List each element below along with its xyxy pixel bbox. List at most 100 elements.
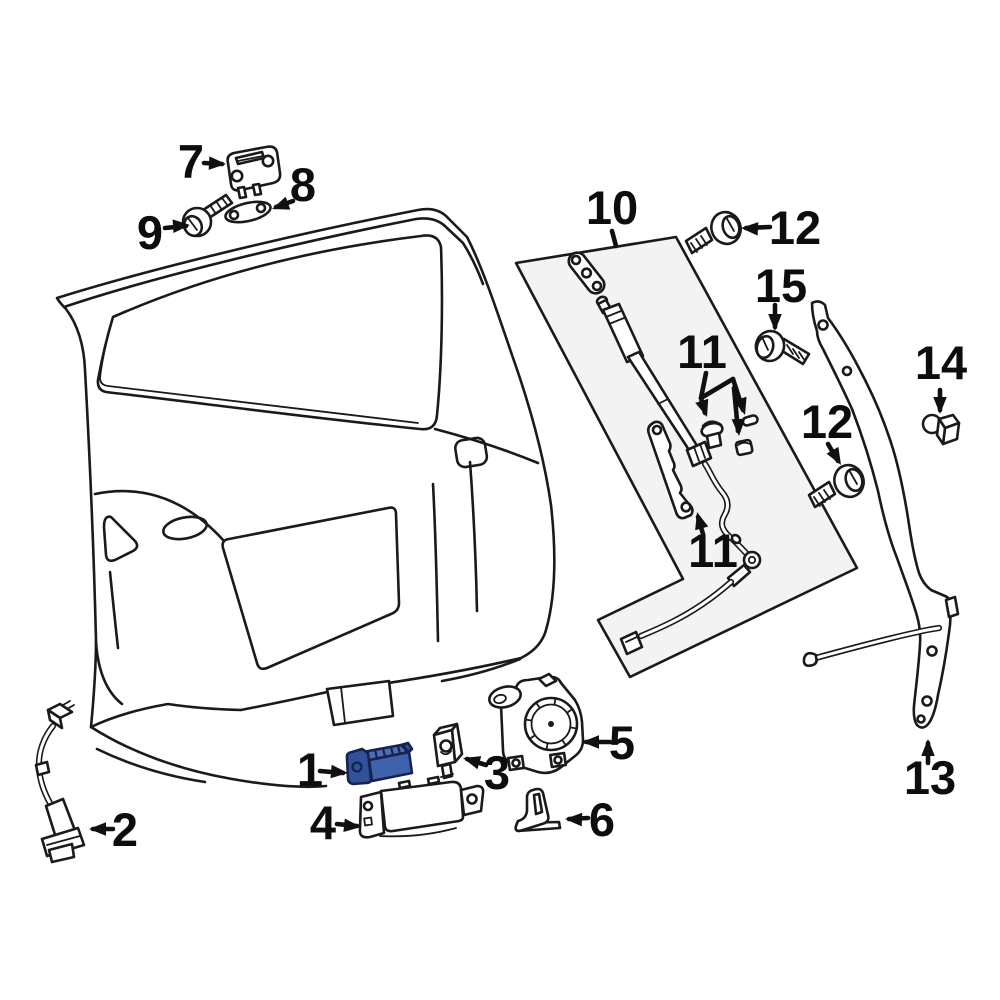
part-number-7: 7 bbox=[178, 135, 204, 188]
lower-skirt-line-1 bbox=[89, 725, 328, 789]
gray-box bbox=[514, 235, 859, 679]
callout-11b: 11 bbox=[688, 512, 738, 577]
callout-10: 10 bbox=[586, 181, 638, 249]
part-12-bolt-upper bbox=[684, 210, 742, 255]
stay-assembly-box bbox=[514, 235, 859, 679]
inner-left-line bbox=[108, 570, 120, 650]
callout-5: 5 bbox=[582, 716, 635, 769]
part-number-13: 13 bbox=[904, 751, 956, 804]
part-number-8: 8 bbox=[290, 158, 316, 211]
part-14-clip bbox=[921, 413, 961, 446]
part-number-4: 4 bbox=[310, 796, 336, 849]
weatherstrip-band bbox=[802, 624, 943, 668]
lower-skirt-line-2 bbox=[95, 747, 207, 784]
callout-9: 9 bbox=[137, 206, 190, 259]
license-recess bbox=[221, 506, 401, 671]
wiring-hole bbox=[454, 436, 489, 469]
liftgate-panel-drawing bbox=[55, 207, 556, 789]
stay-upper-bracket bbox=[567, 251, 606, 295]
oval-cutout bbox=[162, 515, 208, 541]
arrowhead-11a bbox=[731, 418, 746, 436]
leader-line-11a bbox=[698, 376, 736, 401]
arrowhead-15 bbox=[768, 314, 782, 331]
switch-mount-hole bbox=[351, 761, 363, 773]
part-number-5: 5 bbox=[609, 716, 635, 769]
part-13-trim-retainer bbox=[810, 300, 960, 729]
callout-15: 15 bbox=[755, 259, 807, 331]
arrowhead-1 bbox=[330, 764, 348, 779]
arrowhead-13 bbox=[921, 739, 935, 756]
part-number-3: 3 bbox=[484, 746, 510, 799]
stay-mount-bracket bbox=[646, 420, 694, 520]
callout-11a: 11 bbox=[677, 325, 747, 436]
callout-12a: 12 bbox=[741, 201, 821, 254]
panel-crease-right bbox=[433, 427, 540, 465]
lower-skirt-line-3 bbox=[440, 657, 522, 683]
arrowhead-11b bbox=[695, 512, 709, 531]
latch-housing bbox=[325, 679, 395, 727]
part-number-11b: 11 bbox=[688, 524, 738, 577]
arrowhead-12a bbox=[741, 222, 759, 236]
part-5-lock-actuator bbox=[488, 672, 585, 775]
arrowhead-11a bbox=[733, 396, 747, 415]
callout-8: 8 bbox=[272, 158, 316, 211]
part-15-bolt bbox=[754, 329, 811, 366]
panel-fold-2 bbox=[468, 460, 479, 613]
part-number-14: 14 bbox=[915, 336, 967, 389]
part-number-12a: 12 bbox=[769, 201, 821, 254]
band-hook bbox=[802, 651, 818, 668]
arrowhead-6 bbox=[565, 812, 583, 827]
part-8-hinge-plate bbox=[224, 200, 272, 224]
callout-3: 3 bbox=[463, 746, 510, 799]
arrowhead-2 bbox=[89, 822, 106, 836]
part-10-liftgate-stay bbox=[595, 295, 713, 468]
part-6-striker-cover bbox=[514, 787, 562, 833]
part-7-hinge bbox=[226, 145, 282, 200]
panel-fold-1 bbox=[431, 482, 440, 643]
part-9-bolt bbox=[181, 193, 234, 238]
stay-end-fitting bbox=[685, 440, 713, 468]
callout-4: 4 bbox=[310, 796, 361, 849]
window-flange-line bbox=[99, 329, 419, 424]
arrowhead-3 bbox=[463, 756, 482, 770]
rear-window-opening bbox=[96, 234, 444, 431]
part-number-1: 1 bbox=[297, 743, 323, 796]
arrowhead-14 bbox=[933, 397, 947, 414]
part-number-12b: 12 bbox=[801, 395, 853, 448]
part-number-9: 9 bbox=[137, 206, 163, 259]
part-2-opener-switch-harness bbox=[34, 700, 86, 864]
leader-line-10 bbox=[609, 228, 619, 249]
callout-14: 14 bbox=[915, 336, 967, 414]
arrowhead-8 bbox=[272, 196, 291, 210]
cable-eyelet bbox=[742, 550, 762, 570]
arrowhead-11a bbox=[695, 398, 709, 417]
part-number-15: 15 bbox=[755, 259, 807, 312]
part-number-6: 6 bbox=[589, 793, 615, 846]
back-door-cable bbox=[619, 460, 762, 656]
part-12-bolt-lower bbox=[807, 463, 865, 509]
part-number-11a: 11 bbox=[677, 325, 727, 378]
part-number-2: 2 bbox=[112, 803, 138, 856]
callout-1: 1 bbox=[297, 743, 348, 796]
corner-fold bbox=[94, 640, 124, 706]
part-3-sensor bbox=[432, 722, 464, 780]
leader-line-11a bbox=[698, 370, 709, 401]
switch-ribs bbox=[373, 743, 408, 760]
callout-12b: 12 bbox=[801, 395, 853, 465]
arrowhead-12b bbox=[826, 446, 841, 465]
callout-6: 6 bbox=[565, 793, 615, 846]
part-1-liftgate-switch-highlighted bbox=[345, 741, 414, 786]
arrowhead-4 bbox=[343, 818, 361, 832]
callout-7: 7 bbox=[178, 135, 226, 188]
part-number-10: 10 bbox=[586, 181, 638, 234]
spoiler-edge-line bbox=[62, 217, 485, 309]
hinge-cutout bbox=[102, 515, 139, 563]
arrowhead-7 bbox=[208, 156, 226, 170]
part-4-control-module bbox=[358, 775, 485, 839]
arrowhead-9 bbox=[172, 219, 190, 233]
callout-13: 13 bbox=[904, 739, 956, 804]
callout-2: 2 bbox=[89, 803, 138, 856]
